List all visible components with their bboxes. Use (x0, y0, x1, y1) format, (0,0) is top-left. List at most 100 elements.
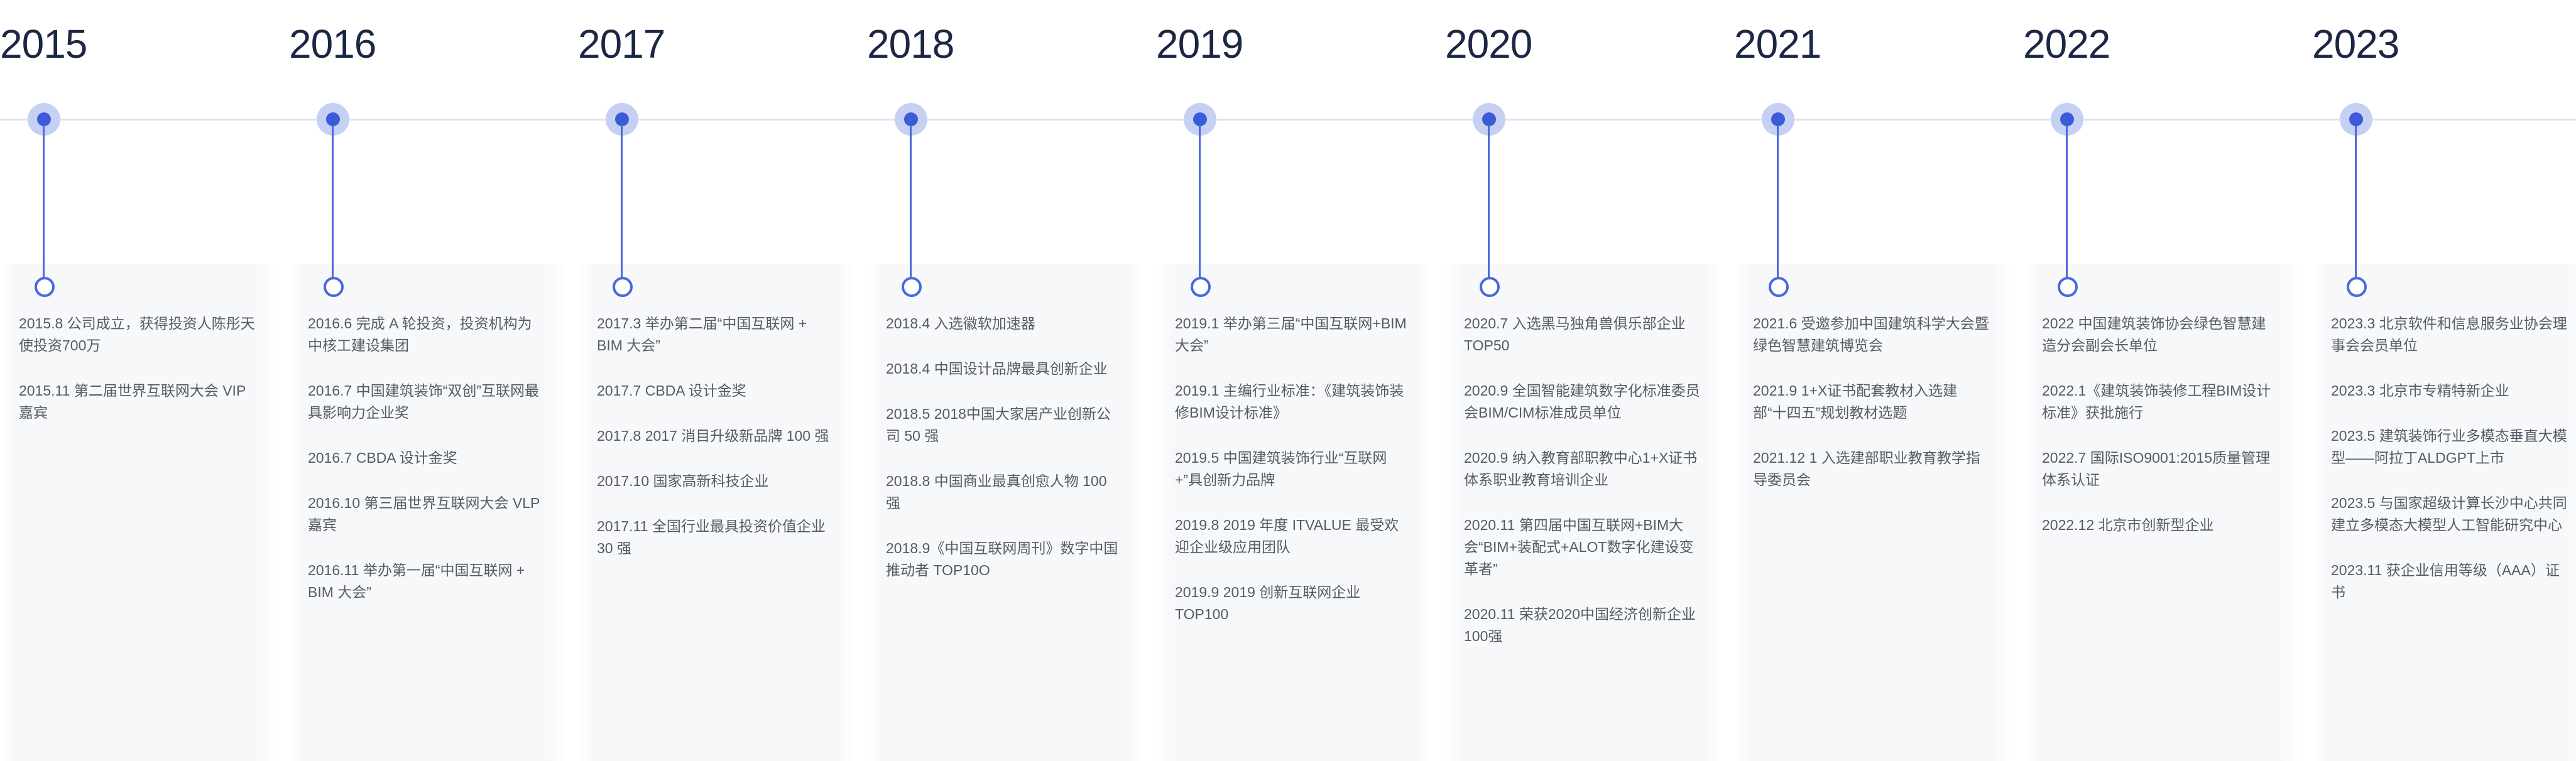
milestone-dot (1771, 112, 1785, 126)
milestone-end-ring (2347, 277, 2367, 297)
year-column-background (1156, 264, 1433, 761)
timeline-event: 2017.8 2017 消目升级新品牌 100 强 (597, 428, 829, 444)
year-label: 2015 (0, 21, 87, 67)
timeline-event: 2016.7 CBDA 设计金奖 (308, 450, 457, 466)
year-label: 2021 (1734, 21, 1821, 67)
milestone-end-ring (902, 277, 922, 297)
year-label: 2018 (867, 21, 954, 67)
event-list: 2015.8 公司成立，获得投资人陈彤天使投资700万 2015.11 第二届世界… (19, 313, 255, 447)
milestone-stem (1199, 126, 1201, 278)
event-list: 2017.3 举办第二届“中国互联网 + BIM 大会” 2017.7 CBDA … (597, 313, 833, 583)
milestone-stem (2355, 126, 2357, 278)
timeline-event: 2020.9 全国智能建筑数字化标准委员会BIM/CIM标准成员单位 (1464, 382, 1700, 421)
milestone-dot (1482, 112, 1496, 126)
timeline-event: 2016.11 举办第一届“中国互联网 + BIM 大会” (308, 562, 525, 600)
timeline-event: 2018.9《中国互联网周刊》数字中国推动者 TOP10O (886, 540, 1118, 578)
year-column-background (867, 264, 1143, 761)
year-label: 2023 (2312, 21, 2399, 67)
milestone-end-ring (1769, 277, 1789, 297)
timeline-event: 2019.5 中国建筑装饰行业“互联网+”具创新力品牌 (1175, 450, 1387, 488)
milestone-stem (1488, 126, 1490, 278)
year-label: 2022 (2023, 21, 2110, 67)
year-column-background (2023, 264, 2300, 761)
timeline-event: 2019.8 2019 年度 ITVALUE 最受欢迎企业级应用团队 (1175, 517, 1399, 555)
timeline-event: 2017.11 全国行业最具投资价值企业 30 强 (597, 518, 826, 556)
timeline-event: 2020.11 荣获2020中国经济创新企业100强 (1464, 606, 1696, 644)
timeline-event: 2023.5 与国家超级计算长沙中心共同建立多模态大模型人工智能研究中心 (2331, 495, 2567, 533)
year-label: 2017 (578, 21, 665, 67)
timeline-year-column: 2019 2019.1 举办第三届“中国互联网+BIM大会” 2019.1 主编行… (1156, 0, 1445, 761)
timeline-event: 2016.7 中国建筑装饰“双创”互联网最具影响力企业奖 (308, 382, 540, 421)
milestone-end-ring (2058, 277, 2078, 297)
timeline-year-column: 2015 2015.8 公司成立，获得投资人陈彤天使投资700万 2015.11 … (0, 0, 289, 761)
timeline-year-column: 2022 2022 中国建筑装饰协会绿色智慧建造分会副会长单位 2022.1《建筑… (2023, 0, 2312, 761)
milestone-stem (2066, 126, 2068, 278)
milestone-end-ring (1191, 277, 1211, 297)
timeline-event: 2015.8 公司成立，获得投资人陈彤天使投资700万 (19, 315, 255, 354)
milestone-dot (2349, 112, 2363, 126)
milestone-dot (615, 112, 629, 126)
timeline-axis (0, 119, 2576, 121)
milestone-stem (1777, 126, 1779, 278)
timeline-event: 2022.12 北京市创新型企业 (2042, 517, 2214, 533)
timeline-year-column: 2020 2020.7 入选黑马独角兽俱乐部企业TOP50 2020.9 全国智能… (1445, 0, 1734, 761)
event-list: 2021.6 受邀参加中国建筑科学大会暨绿色智慧建筑博览会 2021.9 1+X证… (1753, 313, 1989, 514)
event-list: 2020.7 入选黑马独角兽俱乐部企业TOP50 2020.9 全国智能建筑数字化… (1464, 313, 1700, 671)
event-list: 2022 中国建筑装饰协会绿色智慧建造分会副会长单位 2022.1《建筑装饰装修工… (2042, 313, 2278, 559)
timeline-event: 2021.9 1+X证书配套教材入选建部“十四五”规划教材选题 (1753, 382, 1958, 421)
year-label: 2016 (289, 21, 376, 67)
year-column-background (1734, 264, 2011, 761)
timeline-event: 2023.11 获企业信用等级（AAA）证书 (2331, 562, 2560, 600)
timeline-event: 2018.4 入选徽软加速器 (886, 315, 1035, 332)
milestone-dot (326, 112, 340, 126)
year-label: 2019 (1156, 21, 1243, 67)
timeline-year-column: 2017 2017.3 举办第二届“中国互联网 + BIM 大会” 2017.7 … (578, 0, 867, 761)
timeline-event: 2017.10 国家高新科技企业 (597, 473, 769, 489)
year-column-background (0, 264, 276, 761)
timeline-event: 2018.8 中国商业最真创愈人物 100 强 (886, 473, 1107, 511)
event-list: 2016.6 完成 A 轮投资，投资机构为中核工建设集团 2016.7 中国建筑装… (308, 313, 544, 627)
timeline-event: 2020.11 第四届中国互联网+BIM大会“BIM+装配式+ALOT数字化建设… (1464, 517, 1694, 577)
milestone-dot (37, 112, 51, 126)
timeline-event: 2022 中国建筑装饰协会绿色智慧建造分会副会长单位 (2042, 315, 2266, 354)
timeline-year-column: 2016 2016.6 完成 A 轮投资，投资机构为中核工建设集团 2016.7 … (289, 0, 578, 761)
timeline-event: 2015.11 第二届世界互联网大会 VIP嘉宾 (19, 382, 246, 421)
timeline-event: 2023.3 北京软件和信息服务业协会理事会会员单位 (2331, 315, 2567, 354)
timeline-event: 2020.9 纳入教育部职教中心1+X证书体系职业教育培训企业 (1464, 450, 1698, 488)
timeline-event: 2019.1 主编行业标准：《建筑装饰装修BIM设计标准》 (1175, 382, 1404, 421)
timeline-event: 2019.9 2019 创新互联网企业 TOP100 (1175, 584, 1361, 622)
milestone-dot (904, 112, 918, 126)
year-label: 2020 (1445, 21, 1532, 67)
event-list: 2018.4 入选徽软加速器 2018.4 中国设计品牌最具创新企业 2018.5 … (886, 313, 1122, 605)
milestone-end-ring (324, 277, 344, 297)
milestone-stem (332, 126, 334, 278)
timeline-event: 2022.7 国际ISO9001:2015质量管理体系认证 (2042, 450, 2271, 488)
milestone-stem (621, 126, 623, 278)
timeline-event: 2021.6 受邀参加中国建筑科学大会暨绿色智慧建筑博览会 (1753, 315, 1989, 354)
milestone-stem (43, 126, 45, 278)
year-column-background (2312, 264, 2576, 761)
timeline-event: 2017.3 举办第二届“中国互联网 + BIM 大会” (597, 315, 807, 354)
year-column-background (289, 264, 565, 761)
timeline-event: 2018.4 中国设计品牌最具创新企业 (886, 360, 1108, 377)
timeline-event: 2018.5 2018中国大家居产业创新公司 50 强 (886, 406, 1111, 444)
timeline-event: 2017.7 CBDA 设计金奖 (597, 382, 746, 399)
timeline-event: 2022.1《建筑装饰装修工程BIM设计标准》获批施行 (2042, 382, 2271, 421)
event-list: 2019.1 举办第三届“中国互联网+BIM大会” 2019.1 主编行业标准：《… (1175, 313, 1411, 649)
timeline-event: 2019.1 举办第三届“中国互联网+BIM大会” (1175, 315, 1407, 354)
timeline-event: 2020.7 入选黑马独角兽俱乐部企业TOP50 (1464, 315, 1686, 354)
timeline-event: 2016.6 完成 A 轮投资，投资机构为中核工建设集团 (308, 315, 532, 354)
milestone-end-ring (613, 277, 633, 297)
milestone-end-ring (1480, 277, 1500, 297)
timeline-event: 2016.10 第三届世界互联网大会 VLP 嘉宾 (308, 495, 540, 533)
milestone-end-ring (35, 277, 55, 297)
year-column-background (1445, 264, 1722, 761)
milestone-stem (910, 126, 912, 278)
timeline-event: 2023.5 建筑装饰行业多模态垂直大模型——阿拉丁ALDGPT上市 (2331, 428, 2567, 466)
timeline-year-column: 2021 2021.6 受邀参加中国建筑科学大会暨绿色智慧建筑博览会 2021.9… (1734, 0, 2023, 761)
year-column-background (578, 264, 854, 761)
milestone-dot (2060, 112, 2074, 126)
